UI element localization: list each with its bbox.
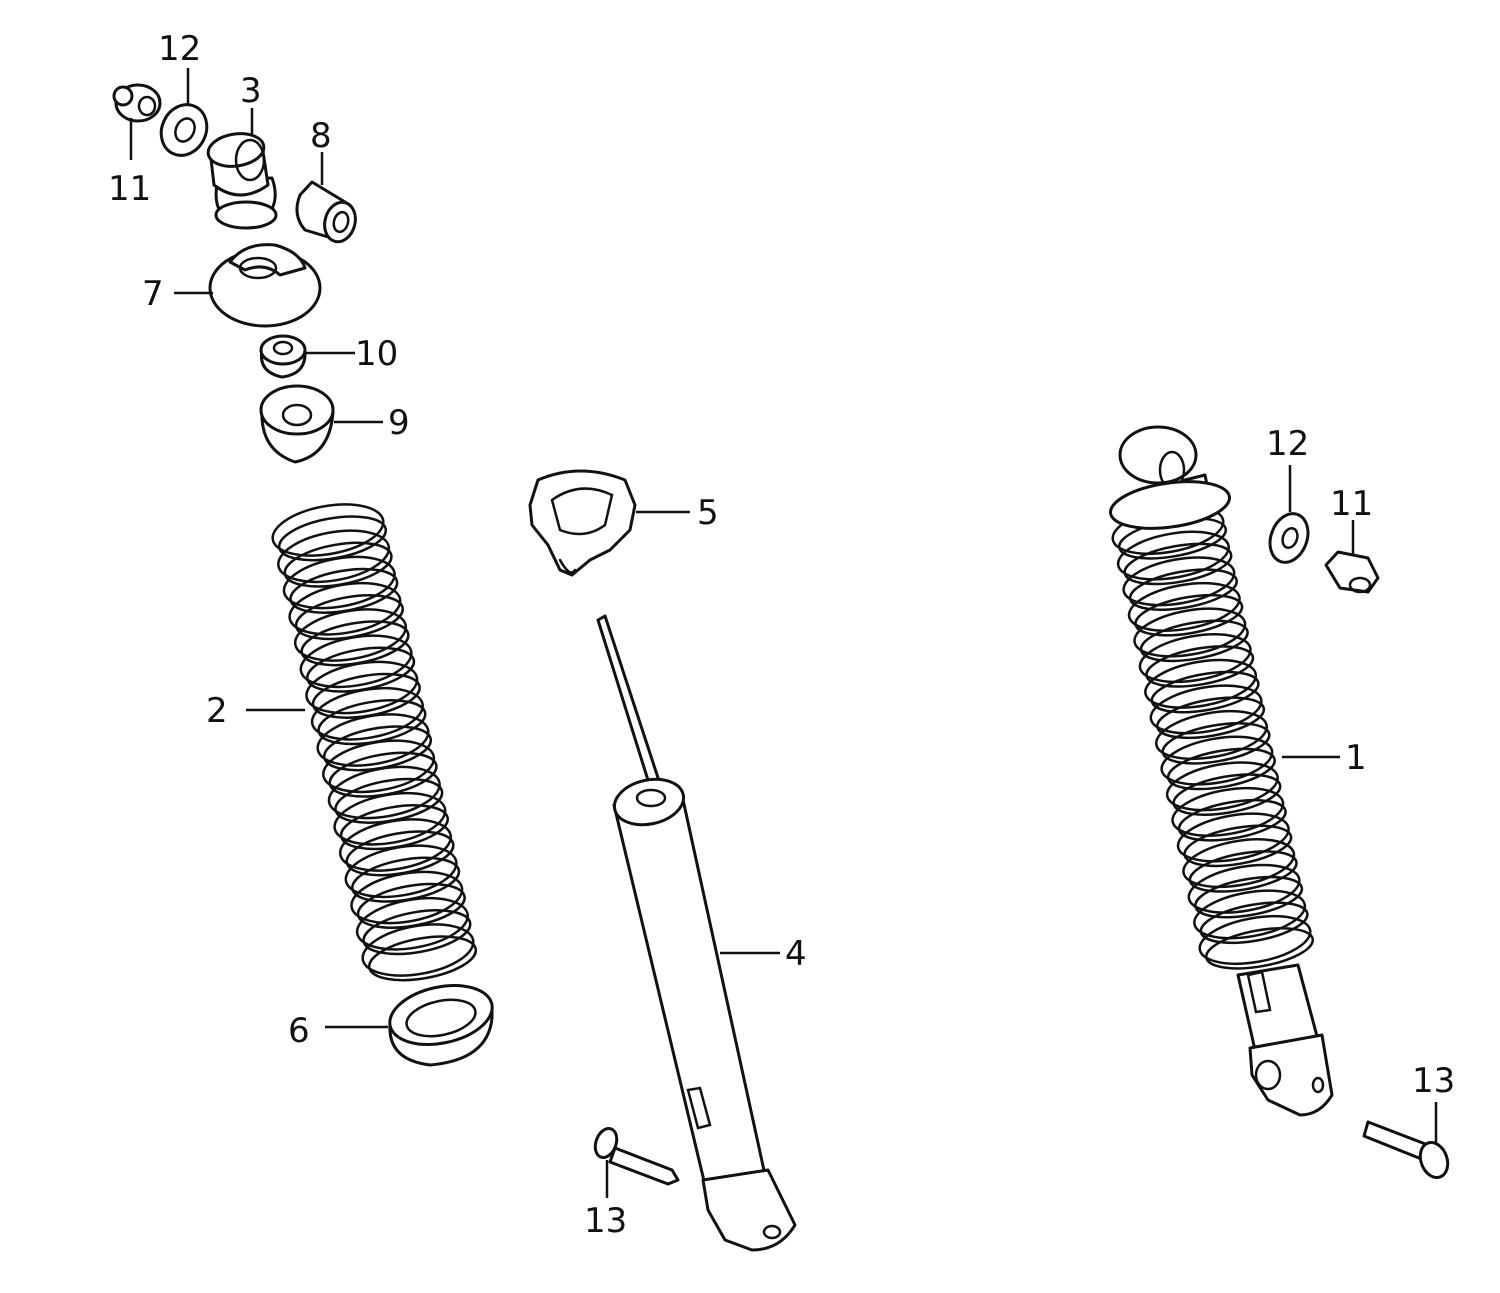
spring-1-coil (1198, 915, 1312, 965)
spring-2-coil (288, 581, 402, 636)
part-13-bolt-center (593, 1126, 680, 1186)
part-7-spring-seat (208, 243, 322, 328)
spring-2-coil (350, 870, 464, 925)
spring-1-coil-inner (1199, 901, 1309, 945)
callout-11-right: 11 (1330, 484, 1373, 524)
callout-12-top: 12 (158, 29, 201, 69)
spring-1-coil-inner (1177, 798, 1287, 842)
spring-1-coil-inner (1134, 593, 1244, 637)
part-1-spring (1111, 505, 1315, 970)
spring-1-coil (1138, 633, 1252, 684)
callout-8: 8 (310, 116, 332, 156)
part-5-retainer (528, 469, 637, 577)
spring-1-coil-inner (1150, 670, 1260, 714)
spring-1-coil (1133, 607, 1247, 658)
spring-1-coil (1160, 735, 1274, 786)
spring-1-coil (1187, 863, 1301, 914)
spring-1-coil (1182, 838, 1296, 889)
spring-1-coil-inner (1161, 722, 1271, 765)
spring-1-coil-inner (1166, 747, 1276, 791)
part-6-spring-washer (388, 984, 494, 1067)
callout-6: 6 (288, 1011, 310, 1051)
spring-1-coil-inner (1123, 542, 1233, 586)
spring-2-coil (316, 713, 430, 767)
spring-2-coil (361, 923, 475, 977)
part-2-coil-spring (271, 503, 478, 982)
spring-2-coil (305, 660, 419, 715)
spring-2-coil-inner (362, 909, 472, 956)
callout-7: 7 (142, 274, 164, 314)
part-11-nut-right (1324, 550, 1380, 594)
spring-2-coil-inner (367, 935, 478, 982)
spring-1-coil (1171, 786, 1285, 837)
callout-10: 10 (355, 334, 398, 374)
spring-2-coil (338, 818, 453, 872)
spring-1-coil-inner (1204, 927, 1315, 970)
spring-1-coil-inner (1183, 824, 1293, 868)
spring-1-coil (1144, 658, 1258, 709)
callout-13-center: 13 (584, 1201, 627, 1241)
part-13-bolt-right (1362, 1120, 1450, 1179)
spring-1-coil (1154, 710, 1269, 760)
spring-2-coil (327, 765, 441, 820)
callout-9: 9 (388, 403, 410, 443)
spring-1-coil-inner (1128, 568, 1238, 611)
part-11-nut-top (112, 83, 162, 123)
callout-13-right: 13 (1412, 1061, 1455, 1101)
callout-11-top: 11 (108, 169, 151, 209)
part-1-shock-assembly (1109, 425, 1334, 1117)
spring-1-coil (1165, 761, 1279, 812)
spring-1-coil-inner (1156, 696, 1266, 740)
spring-1-coil (1149, 684, 1263, 735)
part-8-collar (295, 180, 357, 244)
spring-2-coil (282, 555, 396, 610)
spring-2-coil (299, 634, 413, 689)
spring-1-coil (1176, 812, 1290, 863)
spring-1-coil (1193, 889, 1307, 940)
spring-2-coil (271, 503, 385, 557)
spring-1-coil-inner (1145, 645, 1255, 688)
callout-12-right: 12 (1266, 424, 1309, 464)
spring-1-coil-inner (1139, 619, 1249, 663)
spring-1-coil-inner (1188, 850, 1298, 893)
part-9-stopper (259, 384, 335, 464)
spring-2-coil (293, 608, 408, 662)
spring-1-coil (1116, 530, 1230, 581)
spring-2-coil (344, 844, 458, 899)
spring-2-coil (277, 529, 391, 584)
spring-1-coil-inner (1194, 875, 1304, 919)
spring-2-coil (310, 686, 424, 741)
callout-4: 4 (785, 934, 807, 974)
part-3-upper-mount (206, 132, 278, 230)
callout-1: 1 (1345, 738, 1367, 778)
callout-5: 5 (697, 493, 719, 533)
spring-1-coil-inner (1172, 773, 1282, 816)
part-10-bushing (259, 334, 307, 379)
spring-2-coil (355, 896, 469, 951)
callout-3: 3 (240, 71, 262, 111)
spring-1-coil (1127, 581, 1241, 632)
spring-1-coil (1122, 556, 1236, 607)
spring-2-coil (322, 739, 436, 794)
part-12-washer-top (159, 103, 209, 157)
part-12-washer-right (1268, 512, 1310, 564)
spring-2-coil (333, 791, 447, 846)
callout-2: 2 (206, 691, 228, 731)
part-4-damper (596, 614, 797, 1252)
